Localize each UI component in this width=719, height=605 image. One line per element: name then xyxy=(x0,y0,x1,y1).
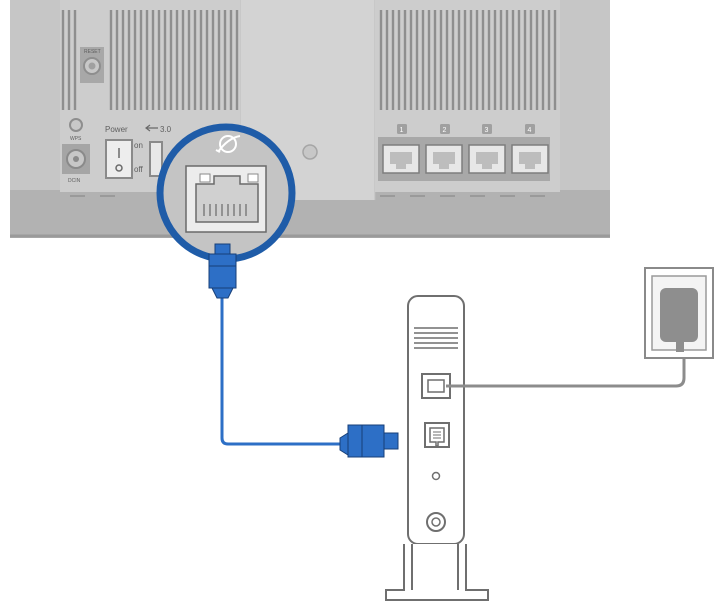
power-label: Power xyxy=(105,125,128,134)
lan-port-1: 1 xyxy=(382,124,420,174)
svg-text:1: 1 xyxy=(400,127,404,134)
ethernet-cable xyxy=(208,243,399,458)
modem-stand xyxy=(385,544,489,601)
lan-port-3: 3 xyxy=(468,124,506,174)
ethernet-plug-router xyxy=(208,243,237,299)
power-off-label: off xyxy=(134,165,144,174)
wps-label: WPS xyxy=(70,136,82,142)
lan-port-2: 2 xyxy=(425,124,463,174)
modem-dc-port xyxy=(426,512,446,532)
reset-button: RESET xyxy=(80,47,104,83)
right-vent-slots xyxy=(379,10,557,110)
svg-text:2: 2 xyxy=(443,127,447,134)
left-vent-slots xyxy=(61,10,239,110)
dcin-label: DCIN xyxy=(68,178,81,184)
svg-text:3: 3 xyxy=(485,127,489,134)
svg-text:4: 4 xyxy=(528,127,532,134)
reset-label: RESET xyxy=(84,49,101,55)
led-hole xyxy=(302,144,318,160)
modem xyxy=(385,295,489,601)
dc-in-port: DCIN xyxy=(62,144,90,184)
lan-port-4: 4 xyxy=(511,124,549,174)
power-on-label: on xyxy=(134,141,143,150)
usb-port: 3.0 xyxy=(145,124,172,177)
wps-button: WPS xyxy=(69,118,83,142)
router-back-panel: RESET WPS DCIN Power on off 3. xyxy=(10,0,610,238)
wall-power-adapter xyxy=(644,267,714,359)
phone-jack-icon xyxy=(424,422,450,448)
ethernet-plug-modem xyxy=(339,424,399,458)
modem-ethernet-port xyxy=(421,373,451,399)
globe-icon xyxy=(215,135,241,153)
modem-indicator xyxy=(431,471,441,481)
wan-port-callout xyxy=(156,123,296,263)
power-cable xyxy=(446,350,686,388)
power-switch: Power on off xyxy=(105,125,144,179)
lan-ports: 1 2 3 4 xyxy=(378,124,550,181)
usb-label: 3.0 xyxy=(160,125,172,134)
modem-vents xyxy=(414,327,458,349)
wan-port xyxy=(185,165,267,233)
